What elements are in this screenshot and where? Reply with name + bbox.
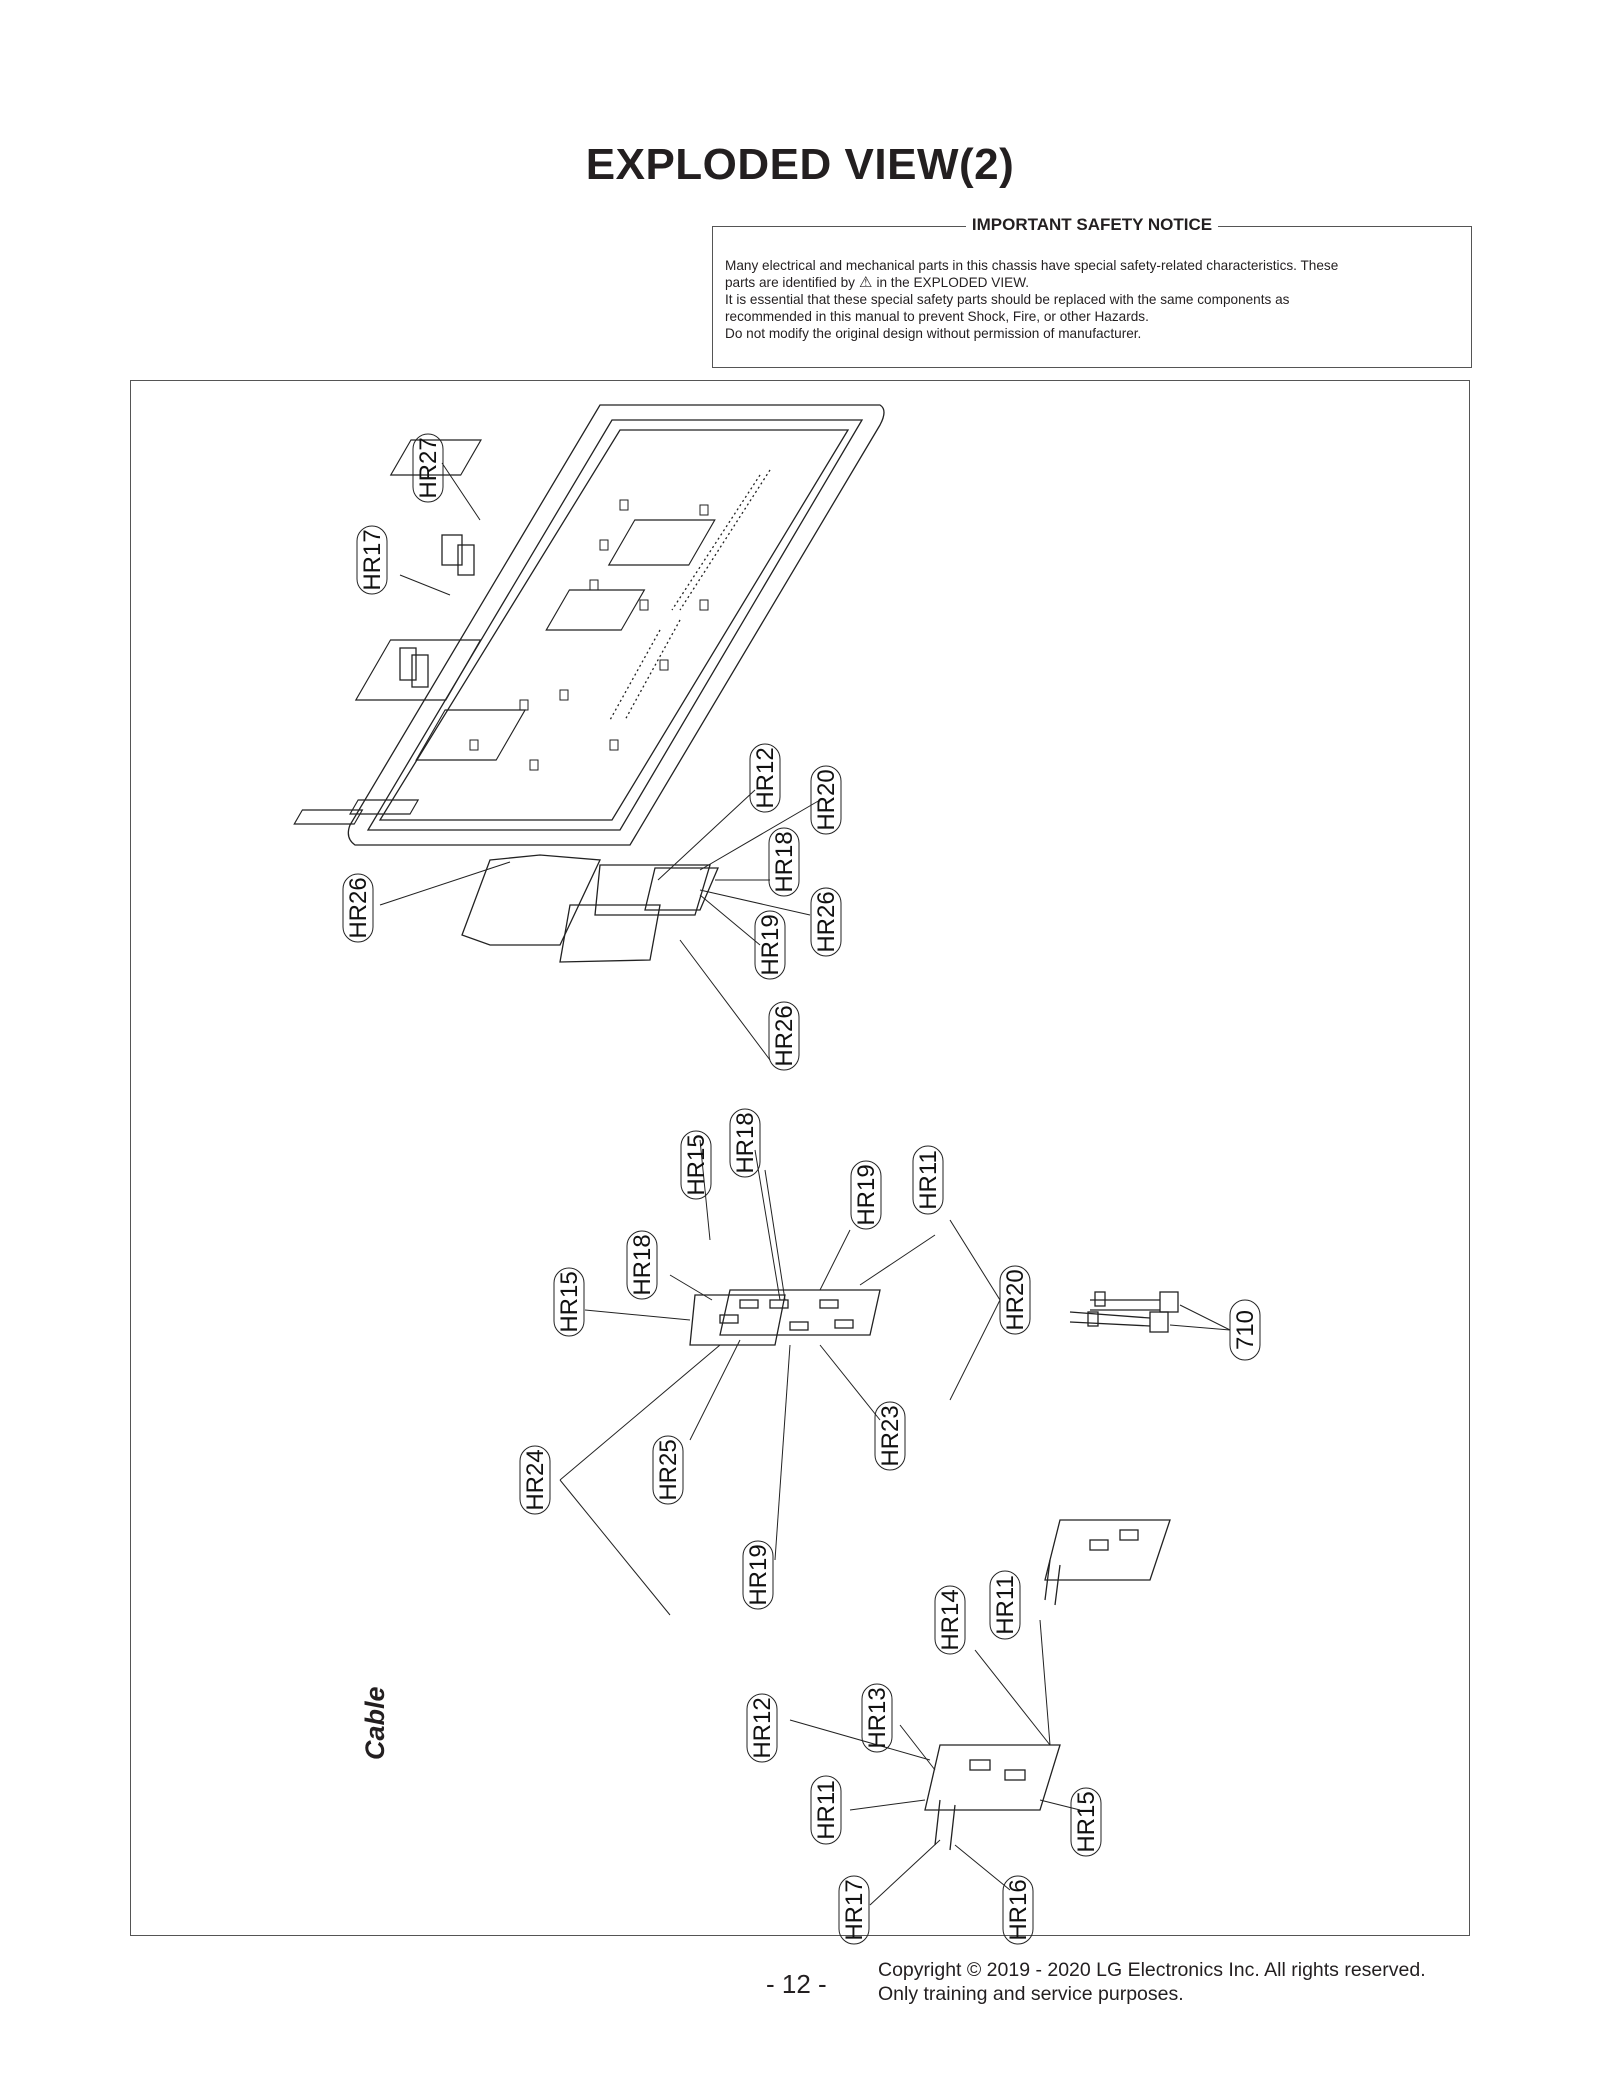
- callout-label: HR15: [1073, 1791, 1100, 1852]
- copyright-block: Copyright © 2019 - 2020 LG Electronics I…: [878, 1958, 1426, 2006]
- callout-label: 710: [1232, 1310, 1259, 1350]
- diagram-frame: [130, 380, 1470, 1936]
- callout-label: HR20: [1002, 1269, 1029, 1330]
- usage-note: Only training and service purposes.: [878, 1983, 1184, 2005]
- callout-label: HR23: [877, 1405, 904, 1466]
- notice-line-3: It is essential that these special safet…: [725, 292, 1290, 307]
- safety-notice: IMPORTANT SAFETY NOTICE Many electrical …: [712, 215, 1472, 368]
- warning-triangle-icon: ⚠: [858, 274, 873, 291]
- callout-label: HR11: [915, 1150, 942, 1210]
- callout-label: HR17: [359, 529, 386, 590]
- callout-label: HR18: [732, 1112, 759, 1173]
- callout-label: HR14: [937, 1589, 964, 1650]
- callout-label: HR16: [1005, 1879, 1032, 1940]
- callout-label: HR26: [813, 891, 840, 952]
- leader-lines: [379, 462, 1231, 1906]
- board-lower: [924, 1744, 1061, 1851]
- callout-label: HR19: [757, 914, 784, 975]
- callout-label: HR18: [771, 831, 798, 892]
- callout-labels: HR27 HR17 HR26 HR12 HR20 HR18 HR26 HR19 …: [342, 433, 1261, 1945]
- callout-label: HR24: [522, 1449, 549, 1510]
- main-chassis-frame: [293, 404, 885, 846]
- page-number: - 12 -: [766, 1969, 827, 1999]
- callout-label: HR20: [813, 769, 840, 830]
- callout-label: HR26: [345, 877, 372, 938]
- callout-label: HR12: [752, 747, 779, 808]
- middle-board-assembly: [689, 1289, 881, 1346]
- callout-label: HR15: [556, 1271, 583, 1332]
- callout-label: HR11: [813, 1780, 840, 1840]
- callout-label: HR15: [683, 1134, 710, 1195]
- callout-label: HR17: [841, 1879, 868, 1940]
- notice-line-2: parts are identified by⚠in the EXPLODED …: [725, 274, 1030, 291]
- callout-label: HR25: [655, 1439, 682, 1500]
- callout-label: HR26: [771, 1005, 798, 1066]
- callout-label: HR13: [864, 1687, 891, 1748]
- notice-line-4: recommended in this manual to prevent Sh…: [725, 309, 1149, 324]
- cable-label: Cable: [360, 1686, 390, 1760]
- safety-notice-body: Many electrical and mechanical parts in …: [725, 257, 1459, 342]
- lower-modules: [461, 854, 719, 963]
- callout-label: HR12: [749, 1697, 776, 1758]
- cable-710: [1069, 1291, 1179, 1333]
- notice-line-1: Many electrical and mechanical parts in …: [725, 258, 1339, 273]
- callout-label: HR18: [629, 1234, 656, 1295]
- board-upper-right: [1044, 1519, 1171, 1606]
- callout-label: HR19: [745, 1544, 772, 1605]
- side-connectors: [399, 534, 475, 688]
- callout-label: HR19: [853, 1164, 880, 1225]
- notice-line-5: Do not modify the original design withou…: [725, 326, 1142, 341]
- callout-label: HR11: [992, 1575, 1019, 1635]
- copyright-text: Copyright © 2019 - 2020 LG Electronics I…: [878, 1959, 1426, 1981]
- page-title: EXPLODED VIEW(2): [585, 140, 1015, 189]
- safety-notice-heading: IMPORTANT SAFETY NOTICE: [965, 215, 1219, 234]
- callout-label: HR27: [415, 437, 442, 498]
